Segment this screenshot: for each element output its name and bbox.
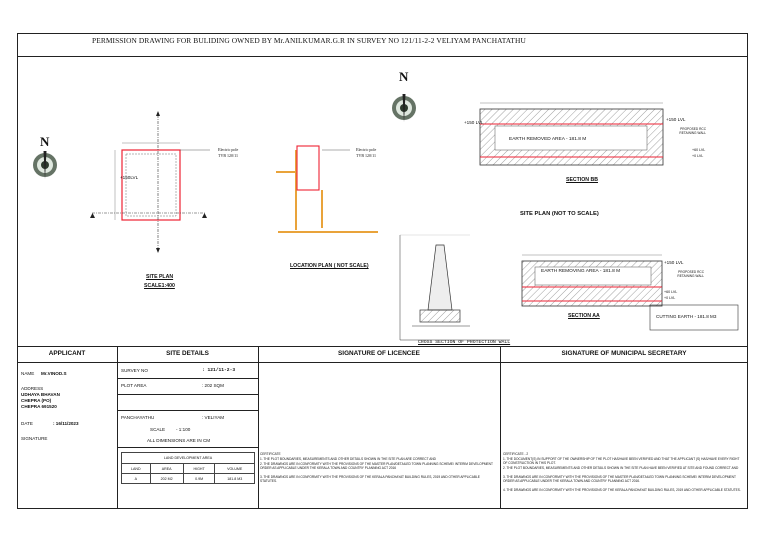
licencee-header: SIGNATURE OF LICENCEE <box>338 350 420 357</box>
col-divider-2 <box>258 346 259 509</box>
site-plan-lvl: +150LVL <box>120 175 139 180</box>
title-divider <box>17 56 748 57</box>
aa-retaining-wall: PROPOSED RCC RETAINING WALL <box>677 270 704 278</box>
table-header: VOLUME <box>214 463 255 474</box>
north-letter: N <box>40 134 50 149</box>
cutting-earth-box <box>649 304 739 331</box>
bb-lvl-low2: +0 LVL <box>692 154 704 158</box>
site-plan-drawing <box>90 111 210 253</box>
table-cell: 181.8 M3 <box>214 473 255 484</box>
applicant-name: Mr.VINOD.S <box>41 371 67 376</box>
location-plan-label: LOCATION PLAN ( NOT SCALE) <box>290 263 369 269</box>
table-header: AREA <box>149 463 184 474</box>
plot-area-label: PLOT AREA <box>121 383 147 388</box>
tvb-label: TVB 120/11 <box>356 153 376 158</box>
table-header: LAND <box>121 463 151 474</box>
cross-section-label: CROSS SECTION OF PROTECTION WALL <box>418 340 511 345</box>
cutting-earth-label: CUTTING EARTH - 181.8 M3 <box>656 314 717 319</box>
aa-lvl-low1: +60 LVL <box>664 290 678 294</box>
date-label: DATE <box>21 421 33 426</box>
plot-area-value: : 202 SQM <box>202 383 224 388</box>
address-line: CHEPRA 691520 <box>21 404 57 409</box>
survey-label: SURVEY NO <box>121 368 148 373</box>
scale-value: - 1:100 <box>176 427 191 432</box>
row-divider <box>117 378 258 379</box>
row-divider <box>117 410 258 411</box>
secretary-certificate-line: 1. THE DOCUMENT(S) IN SUPPORT OF THE OWN… <box>503 457 740 465</box>
tvb-label: TVB 120/11 <box>218 153 238 158</box>
table-cell: 0.9M <box>182 473 216 484</box>
location-plan-drawing <box>276 145 378 233</box>
section-bb-label: SECTION BB <box>566 177 598 183</box>
name-label: NAME <box>21 371 35 376</box>
secretary-certificate-line: 3. THE DRAWINGS ARE IN CONFORMITY WITH T… <box>503 475 736 483</box>
panchayath-label: PANCHAYATHU <box>121 415 155 420</box>
aa-earth-removing: EARTH REMOVING AREA - 181.8 M <box>541 269 621 274</box>
site-plan-scale: SCALE1:400 <box>144 283 175 289</box>
north-arrow-icon <box>33 151 57 179</box>
licencee-certificate-title: CERTIFICATE <box>260 452 281 456</box>
secretary-certificate-title: CERTIFICATE - 2 <box>503 452 529 456</box>
section-aa-drawing <box>521 254 663 307</box>
address-line: CHEPRA (PO) <box>21 398 52 403</box>
electric-pole-label: Electric pole <box>356 147 377 152</box>
bb-lvl-left: +150 LVL <box>464 120 484 125</box>
bb-lvl-right: +150 LVL <box>666 117 686 122</box>
land-development-table: LAND DEVELOPMENT AREA LAND AREA HIGHT VO… <box>121 452 255 484</box>
licencee-certificate-line: 1. THE PLOT BOUNDARIES, MEASUREMENTS AND… <box>260 457 436 461</box>
north-arrow-icon <box>392 94 416 122</box>
scale-label: SCALE <box>150 427 166 432</box>
signature-label: SIGNATURE <box>21 436 48 441</box>
table-cell: 202 M2 <box>149 473 184 484</box>
col-divider-1 <box>117 346 118 509</box>
bb-lvl-low1: +60 LVL <box>692 148 706 152</box>
secretary-header: SIGNATURE OF MUNICIPAL SECRETARY <box>561 350 687 357</box>
bb-earth-removed: EARTH REMOVED AREA - 181.8 M <box>509 137 587 142</box>
secretary-certificate-line: 4. THE DRAWINGS ARE IN CONFORMITY WITH T… <box>503 488 741 492</box>
applicant-date: : 16/11/2023 <box>53 421 79 426</box>
table-header: HIGHT <box>182 463 216 474</box>
aa-lvl-low2: +0 LVL <box>664 296 676 300</box>
applicant-header: APPLICANT <box>48 350 86 357</box>
drawing-title: PERMISSION DRAWING FOR BULIDING OWNED BY… <box>92 36 526 45</box>
electric-pole-label: Electric pole <box>218 147 239 152</box>
dimensions-note: ALL DIMENSIONS ARE IN CM <box>147 438 211 443</box>
panchayath-value: : VELIYAM <box>202 415 225 420</box>
table-cell: A <box>121 473 151 484</box>
row-divider <box>117 394 258 395</box>
row-divider <box>117 447 258 448</box>
drawing-sheet <box>17 33 748 509</box>
licencee-certificate-line: 3. THE DRAWINGS ARE IN CONFORMITY WITH T… <box>260 475 480 483</box>
bb-retaining-wall: PROPOSED RCC RETAINING WALL <box>679 127 706 135</box>
site-details-header: SITE DETAILS <box>166 350 209 357</box>
table-divider <box>17 346 748 347</box>
section-bb-drawing <box>479 102 664 166</box>
protection-wall-drawing <box>399 234 510 341</box>
aa-lvl-top: +150 LVL <box>664 260 684 265</box>
site-plan-nts-label: SITE PLAN (NOT TO SCALE) <box>520 211 599 217</box>
north-letter: N <box>399 69 409 84</box>
address-line: UDHAYA BHAVAN <box>21 392 60 397</box>
secretary-certificate-line: 2. THE PLOT BOUNDARIES, MEASUREMENTS AND… <box>503 466 739 470</box>
header-divider <box>17 362 748 363</box>
address-label: ADDRESS <box>21 386 44 391</box>
col-divider-3 <box>500 346 501 509</box>
section-aa-label: SECTION AA <box>568 313 600 319</box>
survey-value: : 121/11-2-3 <box>202 368 236 373</box>
licencee-certificate-line: 2. THE DRAWINGS ARE IN CONFORMITY WITH T… <box>260 462 493 470</box>
site-plan-label: SITE PLAN <box>146 274 174 280</box>
land-dev-title: LAND DEVELOPMENT AREA <box>121 452 255 464</box>
